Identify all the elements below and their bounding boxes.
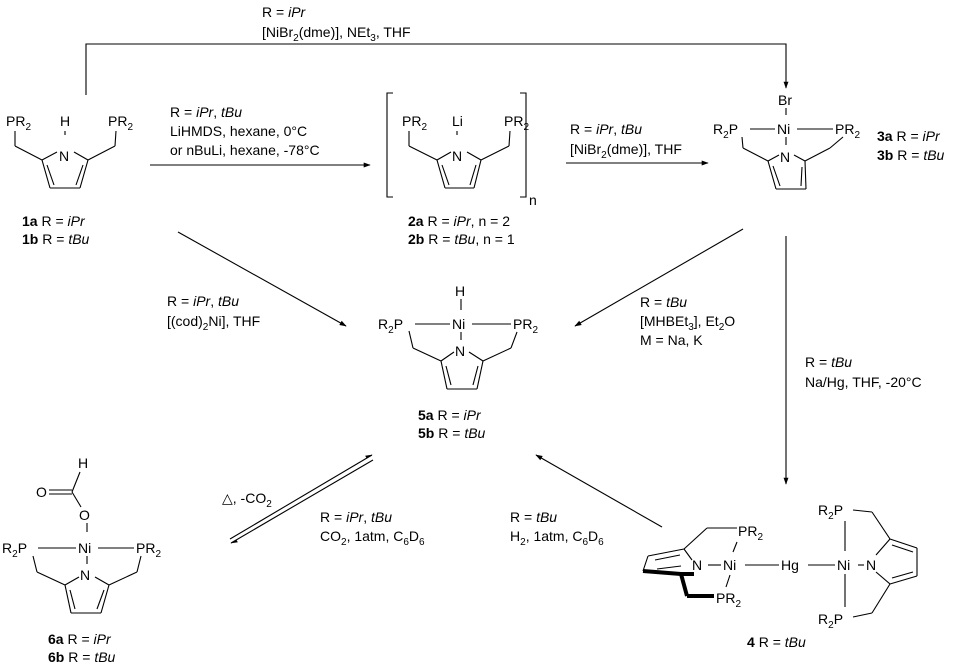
- label-5a: 5a R = iPr: [418, 407, 482, 423]
- reverse-arrow: [230, 459, 374, 544]
- atom-ni: Ni: [78, 540, 91, 556]
- label-6a: 6a R = iPr: [48, 631, 112, 647]
- atom-r2p: R2P: [713, 121, 738, 141]
- atom-n: N: [455, 343, 465, 359]
- conditions-line-1: R = iPr, tBu: [167, 293, 239, 309]
- atom-pr2-left: PR2: [402, 113, 427, 133]
- atom-n: N: [452, 148, 462, 164]
- atom-r2p-top: R2P: [818, 502, 843, 522]
- atom-li: Li: [452, 113, 463, 129]
- label-5b: 5b R = tBu: [418, 425, 486, 441]
- atom-o-carbonyl: O: [36, 484, 47, 500]
- atom-ni-left: Ni: [723, 557, 736, 573]
- conditions-line-1: R = iPr, tBu: [170, 104, 242, 120]
- conditions-line-1: R = iPr, tBu: [570, 121, 642, 137]
- arrow-4-to-5: R = tBu H2, 1atm, C6D6: [510, 454, 663, 548]
- label-1a: 1a R = iPr: [22, 213, 86, 229]
- atom-br: Br: [778, 92, 792, 108]
- label-1b: 1b R = tBu: [22, 231, 90, 247]
- compound-3: Br R2P Ni PR2 N 3a R = iPr 3b R = tBu: [713, 92, 945, 190]
- atom-h: H: [60, 113, 70, 129]
- pincer-bonds: [741, 108, 844, 190]
- conditions-line-1: R = iPr: [262, 4, 307, 20]
- atom-ni-right: Ni: [837, 557, 850, 573]
- conditions-line-2: H2, 1atm, C6D6: [510, 528, 604, 548]
- atom-pr2: PR2: [835, 121, 860, 141]
- conditions-line-2: [NiBr2(dme)], NEt3, THF: [262, 24, 411, 44]
- conditions-line-1: R = tBu: [510, 509, 557, 525]
- arrow-line: [535, 454, 663, 528]
- conditions-line-1: R = tBu: [640, 294, 687, 310]
- label-3b: 3b R = tBu: [877, 147, 945, 163]
- reverse-conditions: △, -CO2: [222, 490, 272, 510]
- conditions-line-3: or nBuLi, hexane, -78°C: [170, 142, 320, 158]
- forward-arrow: [229, 454, 373, 540]
- atom-h: H: [455, 283, 465, 299]
- arrow-line: [574, 228, 744, 327]
- atom-r2p-bottom: R2P: [818, 611, 843, 631]
- arrow-3-to-5: R = tBu [MHBEt3], Et2O M = Na, K: [574, 228, 744, 348]
- label-2a: 2a R = iPr, n = 2: [408, 213, 510, 229]
- conditions-line-2: [NiBr2(dme)], THF: [570, 141, 682, 161]
- right-ni-unit-bonds: [808, 509, 918, 618]
- atom-pr2-right: PR2: [108, 113, 133, 133]
- atom-n: N: [59, 148, 69, 164]
- arrow-3-to-4: R = tBu Na/Hg, THF, -20°C: [783, 236, 922, 485]
- atom-n: N: [80, 567, 90, 583]
- arrow-line: [85, 43, 789, 95]
- equilibrium-5-6: △, -CO2 R = iPr, tBu CO2, 1atm, C6D6: [222, 454, 425, 548]
- pincer-bonds: [32, 471, 142, 614]
- subscript-n: n: [529, 192, 537, 208]
- arrow-1-to-3: R = iPr [NiBr2(dme)], NEt3, THF: [85, 4, 789, 95]
- conditions-line-3: M = Na, K: [640, 332, 703, 348]
- atom-n-left: N: [692, 557, 702, 573]
- atom-n: N: [780, 149, 790, 165]
- atom-n-right: N: [866, 557, 876, 573]
- compound-4: PR2 N Ni PR2 Hg Ni N R2P R2P: [642, 502, 918, 650]
- forward-conditions-line-1: R = iPr, tBu: [320, 509, 392, 525]
- forward-conditions-line-2: CO2, 1atm, C6D6: [320, 528, 425, 548]
- label-2b: 2b R = tBu, n = 1: [408, 231, 515, 247]
- bracket-right: [520, 92, 527, 198]
- compound-5: H R2P Ni PR2 N 5a R = iPr 5b R = tBu: [378, 283, 538, 441]
- atom-pr2-right: PR2: [504, 113, 529, 133]
- compound-2: n PR2 Li N PR2 2a R = iPr, n = 2 2b R = …: [386, 92, 537, 247]
- atom-r2p: R2P: [378, 316, 403, 336]
- atom-ni: Ni: [452, 316, 465, 332]
- conditions-line-2: [MHBEt3], Et2O: [640, 313, 735, 333]
- arrow-2-to-3: R = iPr, tBu [NiBr2(dme)], THF: [566, 121, 709, 166]
- atom-pr2-left: PR2: [6, 113, 31, 133]
- atom-pr2-bottom: PR2: [716, 590, 741, 610]
- atom-r2p: R2P: [2, 540, 27, 560]
- conditions-line-2: [(cod)2Ni], THF: [167, 313, 260, 333]
- arrow-line: [177, 231, 347, 327]
- atom-ni: Ni: [777, 121, 790, 137]
- atom-h: H: [78, 455, 88, 471]
- atom-pr2-top: PR2: [738, 523, 763, 543]
- atom-pr2: PR2: [513, 316, 538, 336]
- conditions-line-2: LiHMDS, hexane, 0°C: [170, 123, 307, 139]
- compound-6: H O O R2P Ni PR2 N 6a R = iPr: [2, 455, 161, 665]
- pincer-bonds: [408, 299, 518, 390]
- atom-o-link: O: [79, 507, 90, 523]
- bracket-left: [386, 92, 393, 198]
- pyrrole-ring: [14, 130, 117, 189]
- conditions-line-2: Na/Hg, THF, -20°C: [805, 374, 922, 390]
- left-ni-unit-bonds: [642, 527, 779, 598]
- label-6b: 6b R = tBu: [48, 649, 116, 665]
- atom-pr2: PR2: [136, 540, 161, 560]
- pyrrole-ring: [408, 130, 511, 189]
- atom-hg: Hg: [781, 557, 799, 573]
- compound-1: PR2 H N PR2 1a R = iPr 1b R = tBu: [6, 113, 133, 247]
- conditions-line-1: R = tBu: [805, 354, 852, 370]
- arrow-1-to-5: R = iPr, tBu [(cod)2Ni], THF: [167, 231, 347, 333]
- arrow-1-to-2: R = iPr, tBu LiHMDS, hexane, 0°C or nBuL…: [150, 104, 371, 168]
- label-3a: 3a R = iPr: [877, 128, 941, 144]
- label-4: 4 R = tBu: [747, 634, 806, 650]
